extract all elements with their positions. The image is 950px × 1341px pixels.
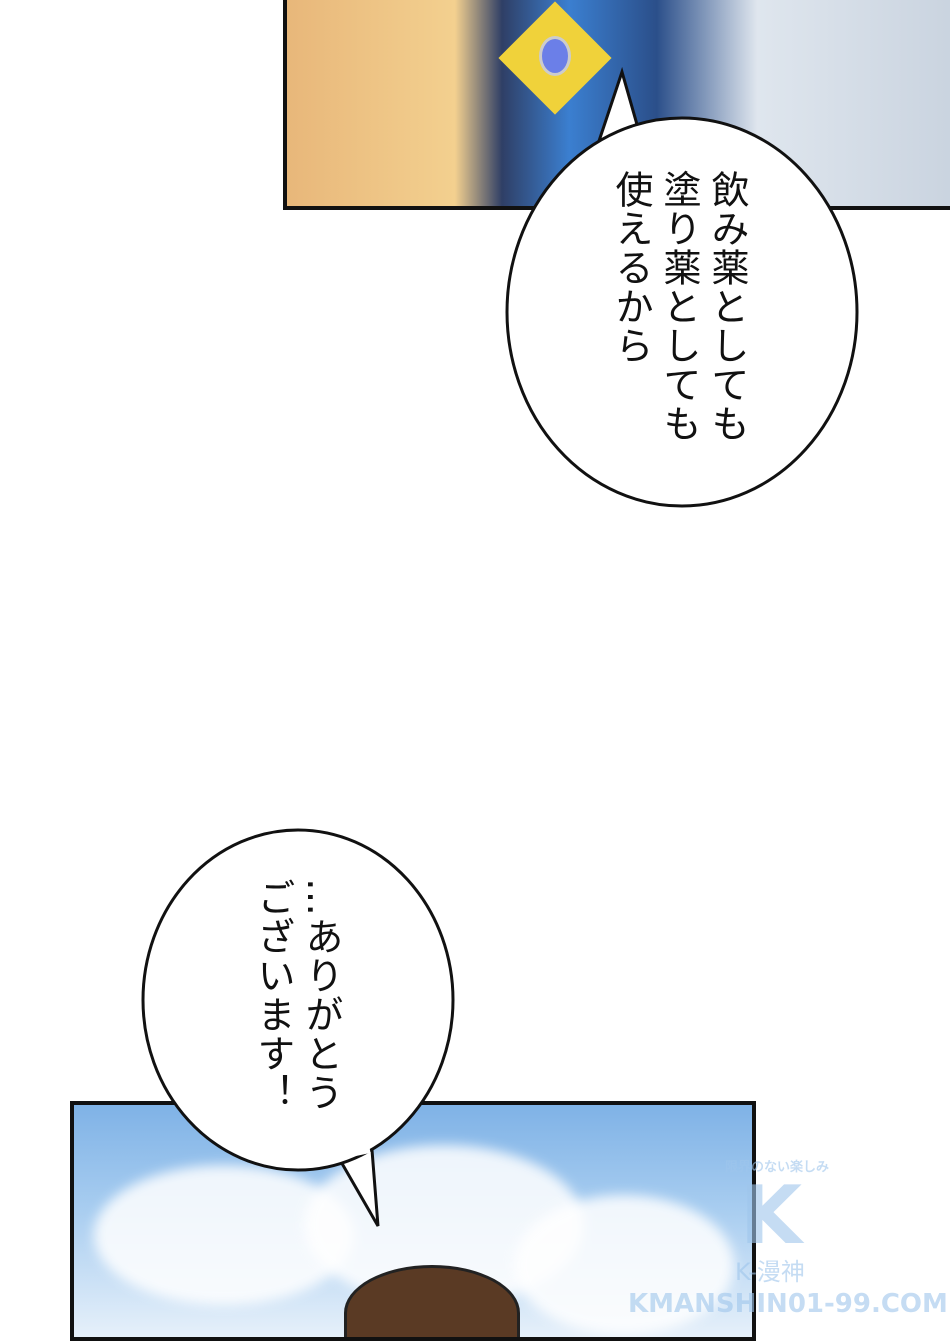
bubble-1-line-2: 塗り薬としても [657,170,701,443]
bubble-2-line-1: …ありがとう [299,878,343,1112]
bubble-2-line-2: ございます！ [251,878,295,1112]
watermark-tagline: 限界のない楽しみ [725,1160,830,1175]
speech-bubble-2 [141,828,455,1227]
brooch-gem [539,36,571,76]
cloud [514,1195,734,1335]
speech-bubble-1 [505,66,859,508]
bubble-1-line-3: 使えるから [609,170,653,365]
bubble-1-line-1: 飲み薬としても [705,170,749,443]
watermark-logo: K [740,1169,802,1262]
watermark-brand: K-漫神 [735,1258,805,1286]
watermark-url: KMANSHIN01-99.COM [628,1289,948,1319]
